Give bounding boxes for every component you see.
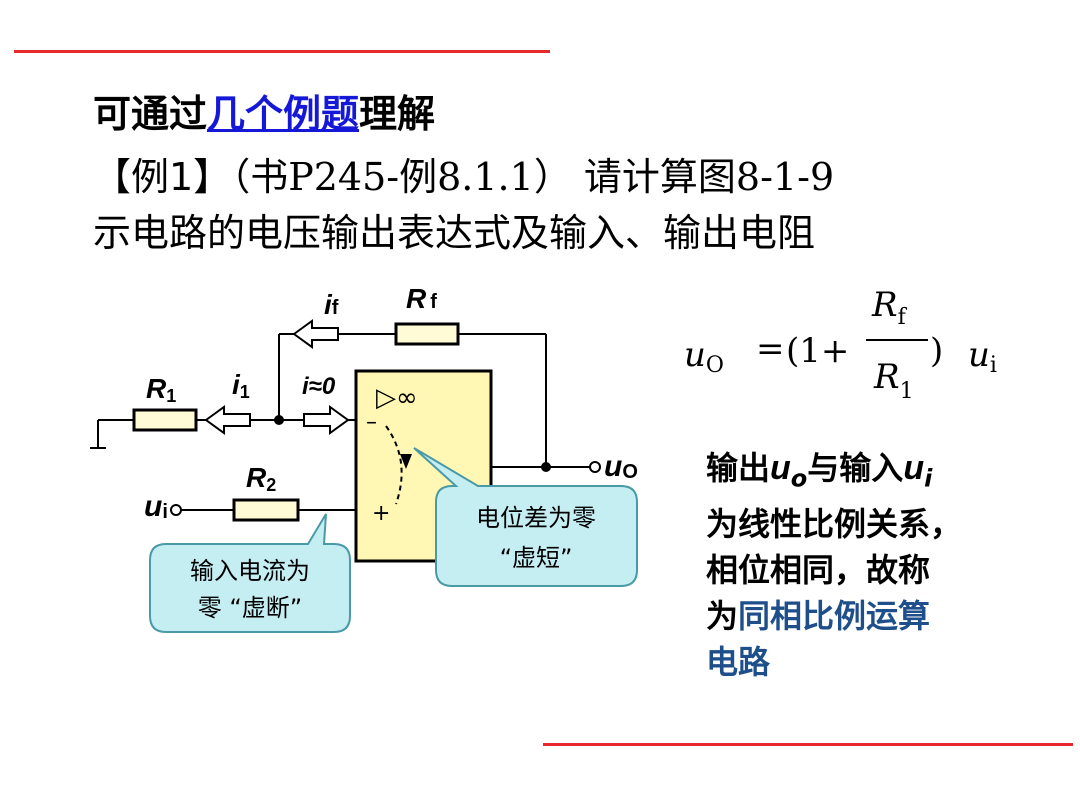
example-question-part2: 示电路的电压输出表达式及输入、输出电阻 xyxy=(93,211,816,255)
formula-lhs: uO xyxy=(684,335,724,378)
resistor-rf xyxy=(394,322,460,346)
formula-denominator: R1 xyxy=(873,357,914,404)
heading-suffix: 理解 xyxy=(359,92,436,136)
opamp-minus: – xyxy=(366,410,377,435)
formula-equals: = xyxy=(756,329,785,369)
virtual-short-dash xyxy=(385,425,403,505)
virtual-open-text-line2: 零 “虚断” xyxy=(198,594,303,622)
virtual-short-callout xyxy=(413,447,638,587)
uo-label: uO xyxy=(604,450,638,483)
resistor-r2 xyxy=(232,498,300,522)
ui-label: ui xyxy=(144,490,168,523)
bottom-divider-line xyxy=(543,743,1073,746)
formula-close: ) xyxy=(930,331,943,371)
i1-current-arrow xyxy=(204,405,251,435)
i-input-current-arrow xyxy=(303,405,350,435)
conclusion-line1: 输出uo与输入ui xyxy=(706,449,933,493)
resistor-r1 xyxy=(132,408,198,432)
if-label: if xyxy=(324,289,339,320)
if-current-arrow xyxy=(292,319,339,349)
formula-numerator: Rf xyxy=(871,285,908,330)
conclusion-line5: 电路 xyxy=(706,643,771,682)
gain-formula: uO = (1+ Rf R1 ) ui xyxy=(684,285,997,404)
examples-link[interactable]: 几个例题 xyxy=(207,92,360,136)
conclusion-line2: 为线性比例关系， xyxy=(706,505,963,544)
i1-label: i1 xyxy=(232,369,250,402)
conclusion-line4: 为同相比例运算 xyxy=(706,597,931,636)
example-question-part1: 请计算图8-1-9 xyxy=(571,155,835,199)
output-terminal xyxy=(589,461,601,473)
top-divider-line xyxy=(14,50,550,53)
r1-label: R1 xyxy=(146,373,176,406)
formula-rhs: ui xyxy=(968,335,997,378)
opamp-plus: + xyxy=(372,501,390,526)
example-source: （书P245-例8.1.1） xyxy=(231,155,572,199)
output-node-dot xyxy=(541,462,551,472)
heading-prefix: 可通过 xyxy=(93,92,208,136)
example-title-line: 【例1】（书P245-例8.1.1） 请计算图8-1-9 xyxy=(93,151,834,203)
opamp-symbol: ▷∞ xyxy=(376,383,418,413)
virtual-open-text-line1: 输入电流为 xyxy=(190,557,310,585)
virtual-short-text-line2: “虚短” xyxy=(500,544,573,572)
formula-open: (1+ xyxy=(786,331,849,371)
virtual-short-arrow xyxy=(400,454,412,469)
inverting-node-dot xyxy=(274,415,284,425)
conclusion-line3: 相位相同，故称 xyxy=(706,551,931,590)
example-tag: 【例1】 xyxy=(93,155,232,199)
virtual-open-callout xyxy=(149,513,351,633)
r2-label: R2 xyxy=(246,462,276,495)
input-terminal xyxy=(170,504,182,516)
virtual-short-text-line1: 电位差为零 xyxy=(476,504,596,532)
i-approx-zero-label: i≈0 xyxy=(302,373,336,400)
heading: 可通过几个例题理解 xyxy=(93,88,435,140)
conclusion-text: 输出uo与输入ui 为线性比例关系， 相位相同，故称 为同相比例运算 电路 xyxy=(706,445,1046,685)
